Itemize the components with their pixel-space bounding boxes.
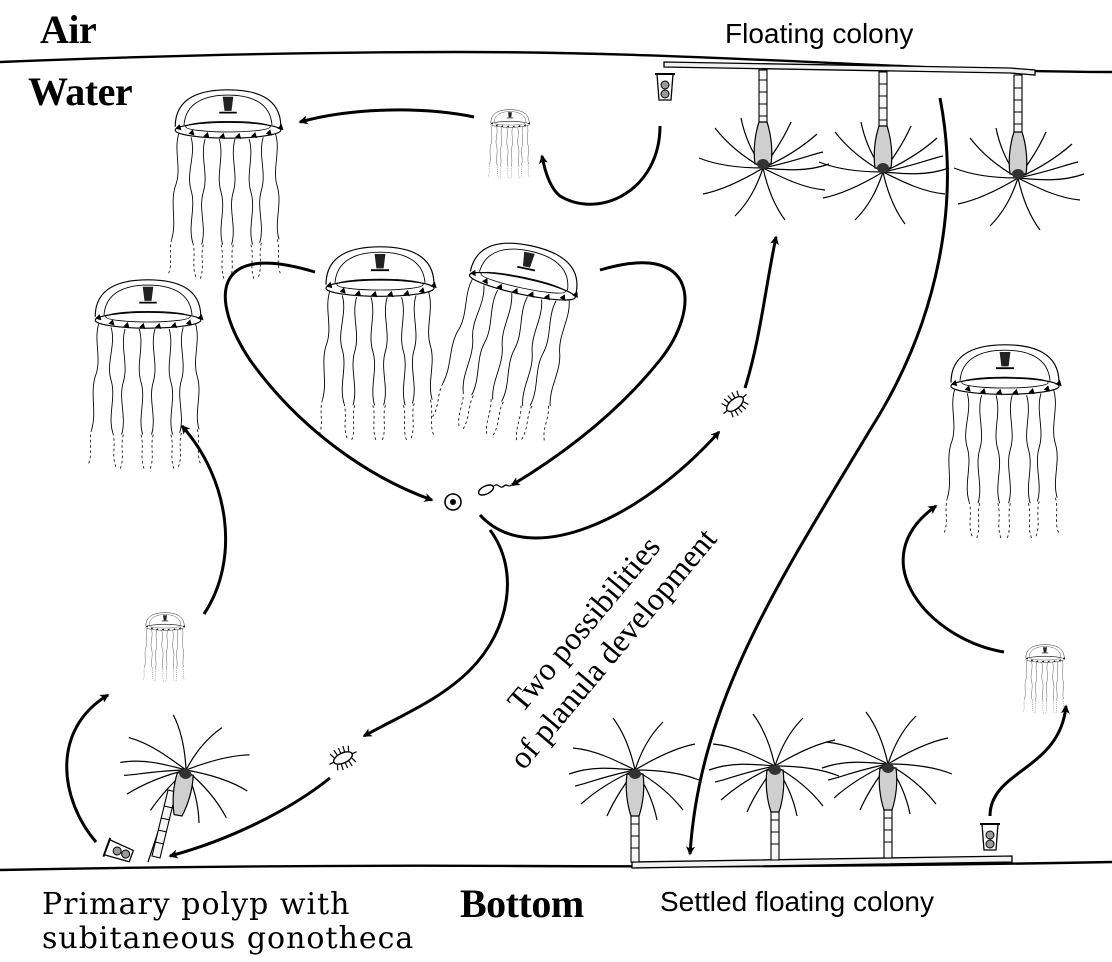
polyp-icon (569, 718, 699, 820)
floating-colony-label: Floating colony (725, 18, 913, 50)
bottom-label: Bottom (460, 880, 584, 927)
arrow-floating-to-settled-colony (690, 98, 947, 854)
arrow-young-to-adult-medusa (300, 110, 474, 122)
primary-polyp-label: Primary polyp with subitaneous gonotheca (42, 888, 414, 956)
air-label: Air (40, 6, 96, 53)
arrow-young-to-adult-medusa-right (903, 506, 1004, 652)
gonotheca-icon (103, 838, 134, 866)
planula-icon (325, 742, 361, 775)
medusa-icon (488, 110, 530, 179)
medusa-icon (88, 280, 203, 470)
arrow-young-medusa-to-adult (182, 426, 226, 614)
arrow-settled-gonotheca-to-medusa (990, 706, 1066, 816)
polyp-icon (112, 707, 258, 830)
sperm-icon (477, 483, 511, 497)
medusa-icon (1023, 645, 1065, 714)
arrow-primary-polyp-to-young-medusa (67, 695, 108, 842)
primary-polyp (103, 707, 258, 865)
polyp-icon (819, 122, 949, 224)
medusa-icon (143, 613, 185, 682)
egg-icon (445, 494, 461, 510)
planula-icon (716, 386, 753, 422)
medusa-icon (319, 247, 437, 441)
primary-polyp-label-line2: subitaneous gonotheca (42, 922, 414, 956)
polyp-icon (954, 128, 1084, 230)
cycle-arrows (67, 98, 1066, 856)
settled-floating-colony-label: Settled floating colony (660, 886, 934, 918)
arrow-planula-to-floating-colony (745, 237, 776, 388)
gonotheca-icon (655, 74, 675, 100)
arrow-zygote-to-bottom-planula (364, 530, 507, 736)
polyp-icon (709, 714, 839, 816)
arrow-medusa-to-sperm (512, 263, 685, 485)
polyp-icon (822, 712, 952, 814)
arrow-gonotheca-to-medusa (542, 126, 660, 204)
gonotheca-icon (980, 824, 1000, 850)
polyp-icon (699, 118, 829, 220)
settled-floating-colony (569, 712, 1012, 868)
medusa-icon (944, 345, 1062, 539)
water-label: Water (28, 68, 132, 115)
primary-polyp-label-line1: Primary polyp with (42, 888, 414, 922)
medusa-icon (168, 90, 283, 280)
floating-colony (655, 62, 1084, 230)
medusa-icon (431, 233, 587, 448)
